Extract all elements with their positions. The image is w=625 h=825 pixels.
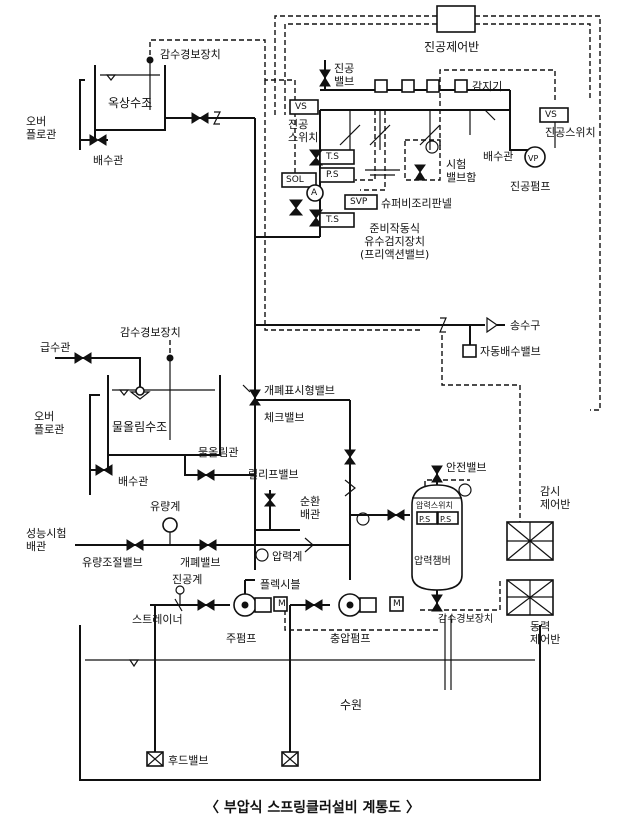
open-test-valve-label: 개폐표시형밸브 bbox=[264, 384, 335, 397]
control-wire-bottom2 bbox=[284, 610, 440, 631]
ps2-tag: P.S bbox=[440, 515, 452, 524]
vacuum-gauge-label: 진공계 bbox=[172, 573, 203, 586]
ps1-tag: P.S bbox=[419, 515, 431, 524]
control-wire-top2 bbox=[284, 23, 437, 115]
auto-drain-label: 자동배수밸브 bbox=[480, 345, 541, 358]
ts-upper-tag: T.S bbox=[326, 152, 340, 162]
overflow-mid-label: 오버 플로관 bbox=[34, 410, 65, 436]
control-wire-right4 bbox=[360, 110, 386, 191]
m1-tag: M bbox=[278, 599, 286, 609]
safety-valve-label: 안전밸브 bbox=[446, 461, 487, 474]
ps-main-tag: P.S bbox=[326, 170, 339, 180]
vacuum-pump bbox=[524, 146, 546, 168]
vs-right-tag: VS bbox=[545, 110, 557, 120]
fire-outlet-label: 송수구 bbox=[510, 319, 541, 332]
jockey-pump-label: 충압펌프 bbox=[330, 632, 371, 645]
vacuum-valve-label: 진공 밸브 bbox=[334, 62, 355, 88]
vs-left-tag: VS bbox=[295, 102, 307, 112]
control-wire-top bbox=[274, 15, 437, 115]
relief-valve-label: 릴리프밸브 bbox=[248, 468, 299, 481]
flowmeter-label: 유량계 bbox=[150, 500, 181, 513]
sensor-label: 감지기 bbox=[472, 80, 503, 93]
pressure-gauge-label: 압력계 bbox=[272, 550, 303, 563]
vacuum-panel-label: 진공제어반 bbox=[424, 40, 480, 54]
water-source-label: 수원 bbox=[340, 698, 363, 712]
foot-valve-label: 후드밸브 bbox=[168, 754, 209, 767]
flexible-label: 플렉시블 bbox=[260, 578, 301, 591]
drain-top-label: 배수관 bbox=[93, 154, 124, 167]
pressure-switch-label: 압력스위치 bbox=[416, 501, 453, 510]
pressure-chamber-label: 압력챔버 bbox=[414, 556, 451, 567]
check-valve-label: 체크밸브 bbox=[264, 411, 305, 424]
a-mark: A bbox=[311, 188, 318, 198]
roof-tank-label: 옥상수조 bbox=[108, 96, 153, 110]
control-wire-panel bbox=[441, 335, 521, 530]
vp-tag: VP bbox=[528, 154, 539, 163]
diagram-caption: 〈 부압식 스프링클러설비 계통도 〉 bbox=[205, 800, 420, 816]
control-wire-bottom bbox=[420, 580, 501, 611]
svp-tag: SVP bbox=[350, 197, 368, 207]
test-valve-box bbox=[404, 139, 441, 181]
control-wire-left bbox=[264, 80, 420, 331]
alarm-label-mid: 감수경보장치 bbox=[120, 326, 181, 339]
vacuum-pump-label: 진공펌프 bbox=[510, 180, 551, 193]
overflow-top-label: 오버 플로관 bbox=[26, 115, 57, 141]
priming-tank-label: 물올림수조 bbox=[112, 420, 168, 434]
priming-pipe bbox=[184, 455, 255, 476]
preaction-label: 준비작동식 유수검지장치 (프리액션밸브) bbox=[360, 222, 430, 261]
ts-lower-tag: T.S bbox=[326, 215, 340, 225]
m2-tag: M bbox=[393, 599, 401, 609]
monitor-panel-label: 감시 제어반 bbox=[540, 485, 571, 511]
flow-valve-label: 유량조절밸브 bbox=[82, 556, 143, 569]
power-panel-label: 동력 제어반 bbox=[530, 620, 561, 646]
supply-pipe-label: 급수관 bbox=[40, 341, 71, 354]
alarm-label-bottom: 감수경보장치 bbox=[438, 614, 494, 625]
roof-tank bbox=[94, 65, 166, 131]
priming-tank bbox=[107, 375, 221, 456]
vacuum-switch-right-label: 진공스위치 bbox=[545, 126, 596, 139]
alarm-label-top: 감수경보장치 bbox=[160, 48, 221, 61]
control-wire-mid bbox=[149, 39, 296, 175]
open-valve-label: 개폐밸브 bbox=[180, 556, 221, 569]
drain-vp-label: 배수관 bbox=[483, 150, 514, 163]
drain-mid-label: 배수관 bbox=[118, 475, 149, 488]
supervisory-panel-label: 슈퍼비조리판넬 bbox=[381, 197, 452, 210]
sol-tag: SOL bbox=[286, 175, 304, 185]
priming-pipe-label: 물올림관 bbox=[198, 446, 239, 459]
vacuum-pump-line bbox=[509, 90, 530, 151]
control-wire-right3 bbox=[355, 110, 376, 181]
circulation-label: 순환 배관 bbox=[300, 495, 321, 521]
strainer-label: 스트레이너 bbox=[132, 613, 183, 626]
vacuum-panel-box bbox=[436, 5, 476, 33]
control-wire-right bbox=[475, 15, 601, 411]
test-valve-box-label: 시험 밸브함 bbox=[446, 158, 477, 184]
main-pump-label: 주펌프 bbox=[226, 632, 257, 645]
reservoir bbox=[79, 625, 541, 781]
control-wire-right2 bbox=[475, 23, 591, 100]
performance-pipe-label: 성능시험 배관 bbox=[26, 527, 67, 553]
vacuum-switch-left-label: 진공 스위치 bbox=[288, 118, 319, 144]
